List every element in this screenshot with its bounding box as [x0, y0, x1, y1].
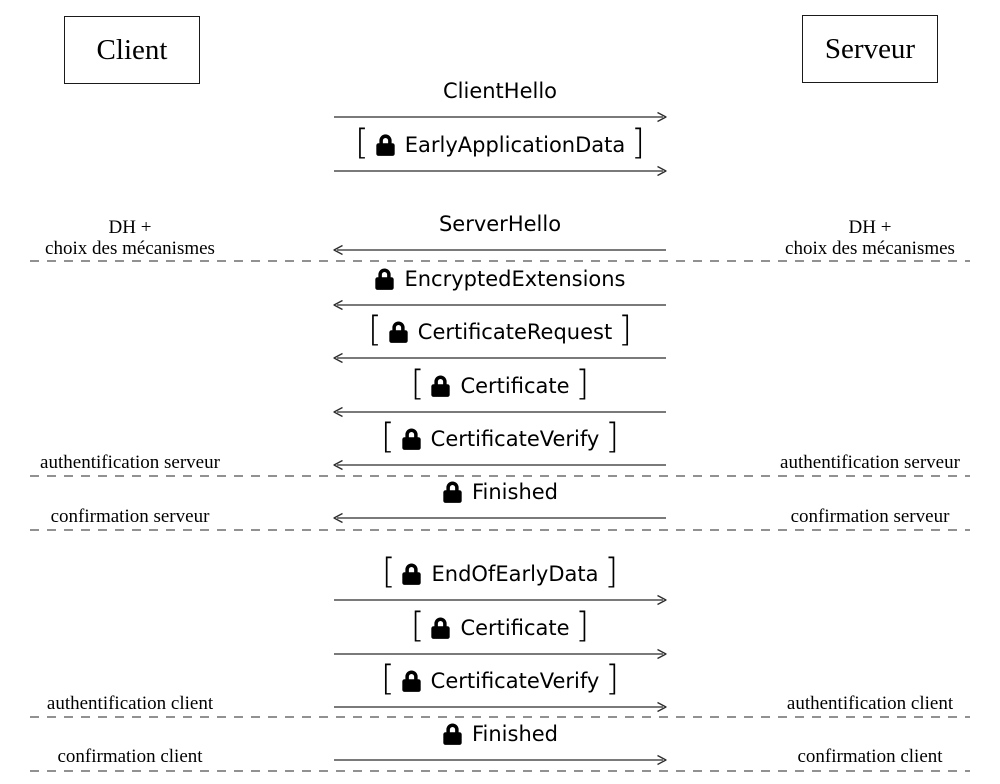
message-name: Certificate [460, 374, 570, 398]
message-finished-client: Finished [332, 712, 668, 756]
actor-box-client: Client [64, 16, 200, 84]
lock-icon [400, 427, 422, 451]
arrow-left-icon [333, 244, 667, 256]
message-name: ClientHello [442, 79, 558, 103]
annotation-dh-right: DH + choix des mécanismes [760, 217, 980, 259]
message-certificaterequest: [ CertificateRequest ] [332, 310, 668, 354]
lock-icon [387, 320, 409, 344]
actor-label-client: Client [96, 33, 168, 66]
message-name: CertificateVerify [430, 427, 600, 451]
message-certificateverify-client: [ CertificateVerify ] [332, 659, 668, 703]
open-bracket: [ [410, 363, 425, 404]
close-bracket: ] [631, 122, 645, 163]
phase-divider-dh [30, 260, 970, 262]
lock-icon [401, 562, 423, 586]
annotation-line: choix des mécanismes [45, 238, 215, 259]
message-certificate-server: [ Certificate ] [332, 364, 668, 408]
annotation-conf-client-left: confirmation client [57, 746, 203, 767]
open-bracket: [ [381, 416, 395, 457]
lock-icon [430, 374, 452, 398]
message-encryptedextensions: EncryptedExtensions [332, 257, 668, 301]
arrow-right-icon [333, 594, 667, 606]
phase-divider-auth-server [30, 475, 970, 477]
phase-divider-auth-client [30, 716, 970, 718]
message-clienthello: ClientHello [332, 69, 668, 113]
annotation-line: DH + [108, 217, 152, 238]
message-certificate-client: [ Certificate ] [332, 606, 668, 650]
open-bracket: [ [410, 605, 425, 646]
annotation-conf-client-right: confirmation client [797, 746, 943, 767]
arrow-right-icon [333, 165, 667, 177]
message-finished-server: Finished [332, 470, 668, 514]
lock-icon [441, 480, 463, 504]
lock-icon [441, 722, 463, 746]
lock-icon [374, 267, 396, 291]
close-bracket: ] [575, 363, 590, 404]
close-bracket: ] [605, 416, 619, 457]
lock-icon [400, 669, 422, 693]
message-name: CertificateRequest [417, 320, 613, 344]
close-bracket: ] [605, 658, 619, 699]
message-name: Certificate [460, 616, 570, 640]
phase-divider-conf-server [30, 529, 970, 531]
open-bracket: [ [368, 309, 382, 350]
annotation-auth-server-right: authentification serveur [780, 452, 960, 473]
message-serverhello: ServerHello [332, 202, 668, 246]
annotation-dh-left: DH + choix des mécanismes [20, 217, 240, 259]
message-endofearlydata: [ EndOfEarlyData ] [332, 552, 668, 596]
open-bracket: [ [381, 658, 395, 699]
open-bracket: [ [381, 551, 396, 592]
message-name: Finished [471, 722, 559, 746]
message-earlyapplicationdata: [ EarlyApplicationData ] [332, 123, 668, 167]
actor-box-server: Serveur [802, 15, 938, 83]
message-name: EncryptedExtensions [404, 267, 626, 291]
message-name: EndOfEarlyData [431, 562, 599, 586]
message-name: ServerHello [438, 212, 562, 236]
open-bracket: [ [355, 122, 369, 163]
actor-label-server: Serveur [824, 32, 916, 65]
message-certificateverify-server: [ CertificateVerify ] [332, 417, 668, 461]
arrow-left-icon [333, 352, 667, 364]
arrow-right-icon [333, 111, 667, 123]
annotation-auth-server-left: authentification serveur [40, 452, 220, 473]
lock-icon [374, 133, 396, 157]
annotation-auth-client-left: authentification client [46, 693, 214, 714]
annotation-line: choix des mécanismes [785, 238, 955, 259]
annotation-conf-server-left: confirmation serveur [50, 506, 210, 527]
arrow-left-icon [333, 512, 667, 524]
annotation-conf-server-right: confirmation serveur [790, 506, 950, 527]
arrow-right-icon [333, 754, 667, 766]
close-bracket: ] [618, 309, 632, 350]
close-bracket: ] [575, 605, 590, 646]
annotation-auth-client-right: authentification client [786, 693, 954, 714]
close-bracket: ] [604, 551, 619, 592]
annotation-line: DH + [848, 217, 892, 238]
message-name: Finished [471, 480, 559, 504]
message-name: CertificateVerify [430, 669, 600, 693]
lock-icon [430, 616, 452, 640]
phase-divider-conf-client [30, 770, 970, 772]
message-name: EarlyApplicationData [404, 133, 626, 157]
